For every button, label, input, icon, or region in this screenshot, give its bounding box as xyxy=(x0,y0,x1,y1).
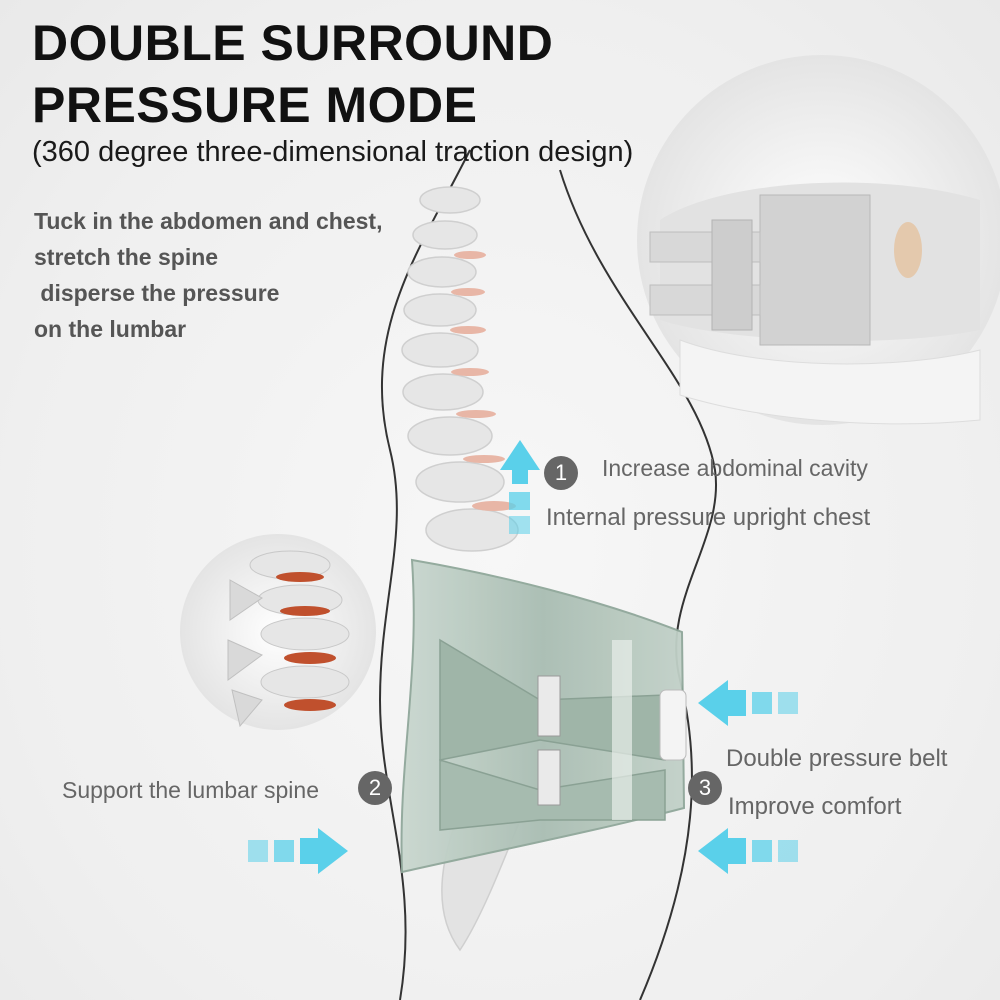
feature-3-line-2: Improve comfort xyxy=(728,793,902,820)
spinal-discs xyxy=(450,251,516,511)
feature-1-line-2: Internal pressure upright chest xyxy=(546,504,871,531)
headline-line-1: DOUBLE SURROUND xyxy=(32,15,554,71)
feature-number-badge: 3 xyxy=(688,771,722,805)
headline-line-2: PRESSURE MODE xyxy=(32,77,478,133)
feature-number-badge: 2 xyxy=(358,771,392,805)
product-detail-circle xyxy=(637,55,1000,425)
belt-buckle-bottom xyxy=(537,749,561,806)
belt-side-panel xyxy=(659,689,687,761)
spine-closeup-circle xyxy=(180,534,376,730)
body-outline xyxy=(378,149,471,1000)
description-line: Tuck in the abdomen and chest, xyxy=(34,208,383,234)
headline-subtitle: (360 degree three-dimensional traction d… xyxy=(32,136,634,168)
description-line: stretch the spine xyxy=(34,244,219,270)
feature-2-line-1: Support the lumbar spine xyxy=(62,777,319,803)
feature-number-badge: 1 xyxy=(544,456,578,490)
feature-3-line-1: Double pressure belt xyxy=(726,745,948,772)
arrow-right-icon xyxy=(248,828,348,874)
arrow-left-icon xyxy=(698,680,798,726)
description-line: disperse the pressure xyxy=(34,280,280,306)
arrow-left-icon xyxy=(698,828,798,874)
feature-1-line-1: Increase abdominal cavity xyxy=(602,455,868,481)
description-line: on the lumbar xyxy=(34,316,187,342)
body-outline-back xyxy=(559,169,718,1000)
belt-stay xyxy=(612,640,632,820)
belt-buckle-top xyxy=(537,675,561,737)
spine xyxy=(401,186,519,552)
arrow-up-icon xyxy=(500,440,540,534)
